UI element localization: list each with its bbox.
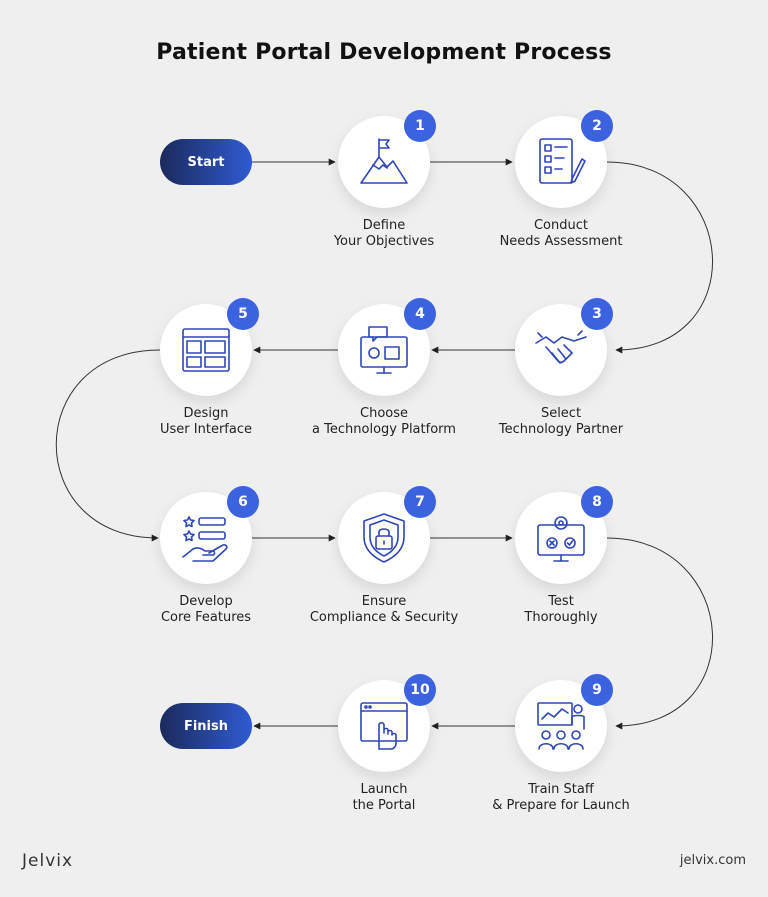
handshake-icon — [535, 330, 587, 364]
finish-pill: Finish — [160, 703, 252, 749]
brand-logo: Jelvix — [22, 851, 74, 871]
step-4-badge: 4 — [404, 298, 436, 330]
step-7-badge: 7 — [404, 486, 436, 518]
presentation-audience-icon — [537, 702, 585, 750]
step-9-badge: 9 — [581, 674, 613, 706]
step-2-badge: 2 — [581, 110, 613, 142]
start-pill: Start — [160, 139, 252, 185]
page-title: Patient Portal Development Process — [156, 40, 612, 65]
connector-2-3 — [606, 161, 713, 354]
connector-5-6 — [55, 349, 161, 542]
step-5-badge: 5 — [227, 298, 259, 330]
step-6-badge: 6 — [227, 486, 259, 518]
step-8-badge: 8 — [581, 486, 613, 518]
browser-pointer-icon — [360, 702, 408, 750]
site-url: jelvix.com — [679, 853, 746, 868]
step-1-badge: 1 — [404, 110, 436, 142]
hand-stars-icon — [182, 516, 228, 562]
ui-layout-icon — [182, 328, 230, 372]
step-7-circle — [338, 492, 430, 584]
mountain-flag-icon — [360, 138, 408, 184]
checklist-icon — [539, 138, 586, 184]
monitor-gear-icon — [537, 516, 585, 562]
step-3-badge: 3 — [581, 298, 613, 330]
shield-lock-icon — [363, 513, 405, 563]
monitor-chat-icon — [360, 326, 408, 374]
step-10-badge: 10 — [404, 674, 436, 706]
connector-8-9 — [606, 537, 713, 730]
step-9-label: Train Staff& Prepare for Launch — [492, 782, 630, 813]
